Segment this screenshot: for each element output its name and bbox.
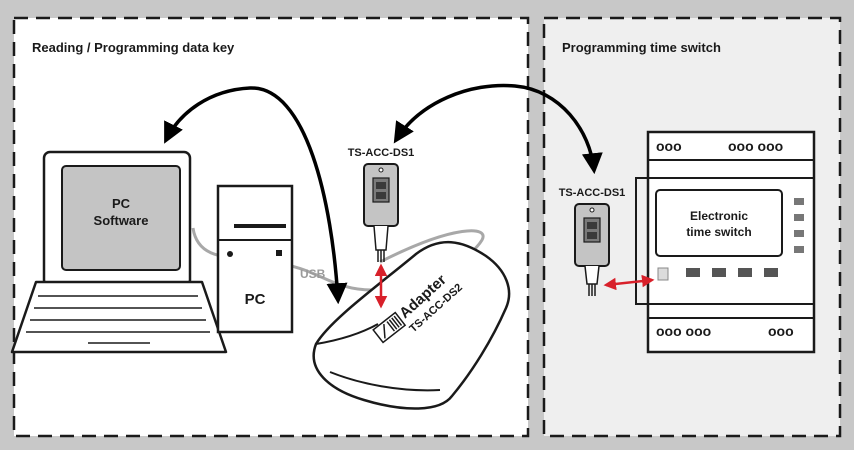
data-key-right: TS-ACC-DS1 [559, 187, 626, 296]
pc-monitor: PC Software [42, 150, 192, 288]
time-switch-line2: time switch [686, 225, 751, 239]
adapter-device: Adapter TS-ACC-DS2 [312, 241, 511, 410]
flow-arrow-adapter-to-pc [164, 86, 348, 305]
pc-tower: PC [216, 184, 294, 334]
adapter-slot-icon [372, 311, 407, 344]
time-switch-bottom-terminals-right: ooo [768, 323, 794, 339]
pc-keyboard [10, 280, 228, 354]
time-switch-line1: Electronic [690, 209, 748, 223]
flow-arrow-key-to-switch [393, 83, 603, 175]
pc-tower-label: PC [245, 291, 266, 308]
pc-screen-line2: Software [94, 213, 149, 228]
pc-screen-line1: PC [112, 196, 131, 211]
usb-label: USB [300, 267, 326, 281]
red-insert-arrow-right [603, 274, 655, 291]
right-panel-title: Programming time switch [562, 40, 721, 55]
data-key-right-model: TS-ACC-DS1 [559, 187, 626, 199]
time-switch-device: ooo ooo ooo Electronic time switch ooo o… [635, 130, 816, 354]
time-switch-bottom-terminals-left: ooo ooo [656, 323, 711, 339]
time-switch-top-terminals-right: ooo ooo [728, 138, 783, 154]
time-switch-top-terminals-left: ooo [656, 138, 682, 154]
left-panel-title: Reading / Programming data key [32, 40, 235, 55]
data-key-left-model: TS-ACC-DS1 [348, 147, 415, 159]
